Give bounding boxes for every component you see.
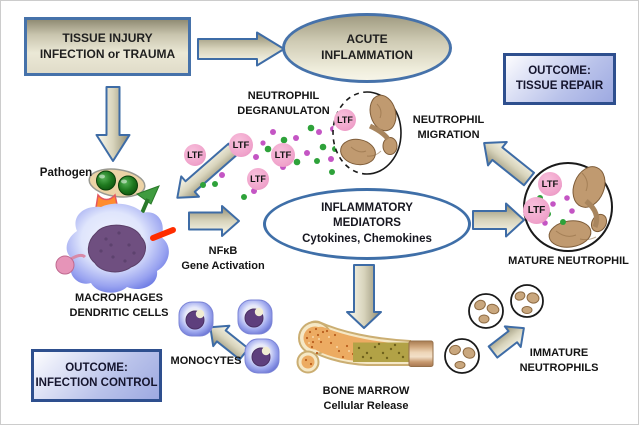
immature-neutrophil-cells [444, 284, 544, 374]
acute-inflammation-ellipse: ACUTE INFLAMMATION [282, 13, 452, 83]
nfkb-label: NFκB Gene Activation [173, 244, 273, 273]
arrow-mediators-to-bone [346, 264, 382, 329]
nfkb-line2: Gene Activation [181, 259, 265, 272]
inflammatory-mediators-ellipse: INFLAMMATORY MEDIATORS Cytokines, Chemok… [263, 188, 471, 260]
neutrophil-degranulation-line2: DEGRANULATON [237, 104, 330, 117]
macrophage-cell [55, 185, 176, 293]
ltf-chip: LTF [538, 172, 562, 196]
arrow-neutrophil-migration [483, 140, 536, 187]
pathogen-text: Pathogen [39, 167, 93, 179]
arrow-degranulation-to-macrophage [176, 142, 239, 199]
bone-marrow-graphic [296, 320, 434, 374]
outcome-tissue-repair-line2: TISSUE REPAIR [515, 80, 604, 92]
nfkb-line1: NFκB [208, 245, 238, 257]
mature-neutrophil-label: MATURE NEUTROPHIL [501, 254, 636, 269]
monocytes-text: MONOCYTES [170, 355, 242, 367]
macrophage-pseudopod-pink [55, 255, 75, 275]
arrow-nfkb-to-mediators [188, 205, 240, 237]
pathogen-label: Pathogen [35, 166, 97, 181]
outcome-tissue-repair-line1: OUTCOME: [528, 65, 591, 78]
outcome-infection-control-line1: OUTCOME: [65, 361, 128, 374]
immature-neutrophils-line2: NEUTROPHILS [519, 361, 599, 374]
pathogen-cell [88, 168, 146, 198]
ltf-chip: LTF [229, 133, 253, 157]
arrow-injury-to-inflammation [197, 31, 285, 67]
mature-neutrophil-text: MATURE NEUTROPHIL [508, 255, 629, 267]
ltf-chip: LTF [271, 143, 295, 167]
macrophage-receptor-red [150, 227, 176, 241]
ltf-chip: LTF [523, 197, 550, 224]
tissue-injury-box: TISSUE INJURY INFECTION or TRAUMA [24, 17, 191, 76]
monocytes-label: MONOCYTES [166, 354, 246, 369]
inflammatory-mediators-line2: MEDIATORS [333, 217, 401, 230]
outcome-tissue-repair-box: OUTCOME: TISSUE REPAIR [503, 53, 616, 105]
outcome-infection-control-line2: INFECTION CONTROL [35, 376, 158, 389]
macrophages-label: MACROPHAGES DENDRITIC CELLS [59, 291, 179, 320]
inflammatory-mediators-line3: Cytokines, Chemokines [302, 232, 432, 245]
ltf-chip: LTF [247, 168, 269, 190]
neutrophil-degranulation-label: NEUTROPHIL DEGRANULATON [216, 89, 351, 118]
immature-neutrophils-line1: IMMATURE [529, 347, 589, 359]
neutrophil-degranulation-line1: NEUTROPHIL [247, 90, 320, 102]
neutrophil-migration-line2: MIGRATION [417, 128, 480, 141]
outcome-infection-control-box: OUTCOME: INFECTION CONTROL [31, 349, 162, 402]
acute-inflammation-line1: ACUTE [346, 32, 388, 47]
granule-dots [200, 124, 338, 200]
arrow-mediators-to-neutrophil [472, 202, 525, 238]
ltf-chip: LTF [184, 144, 206, 166]
monocyte-cells [178, 299, 280, 374]
macrophages-line2: DENDRITIC CELLS [69, 306, 169, 319]
tissue-injury-line1: TISSUE INJURY [62, 31, 153, 46]
degranulating-neutrophil-cell [332, 91, 402, 175]
arrow-injury-down [95, 86, 131, 162]
acute-inflammation-line2: INFLAMMATION [321, 48, 413, 62]
bone-marrow-line2: Cellular Release [323, 399, 409, 412]
bone-marrow-line1: BONE MARROW [322, 385, 410, 397]
arrow-immature-up [487, 325, 525, 359]
macrophages-line1: MACROPHAGES [74, 292, 163, 304]
neutrophil-migration-label: NEUTROPHIL MIGRATION [401, 113, 496, 142]
tissue-injury-line2: INFECTION or TRAUMA [39, 46, 176, 61]
bone-marrow-label: BONE MARROW Cellular Release [303, 384, 429, 413]
inflammatory-mediators-line1: INFLAMMATORY [321, 202, 413, 215]
neutrophil-migration-line1: NEUTROPHIL [412, 114, 485, 126]
immature-neutrophils-label: IMMATURE NEUTROPHILS [509, 346, 609, 375]
arrow-monocytes-to-macrophages [209, 324, 250, 361]
ltf-chip: LTF [334, 109, 356, 131]
